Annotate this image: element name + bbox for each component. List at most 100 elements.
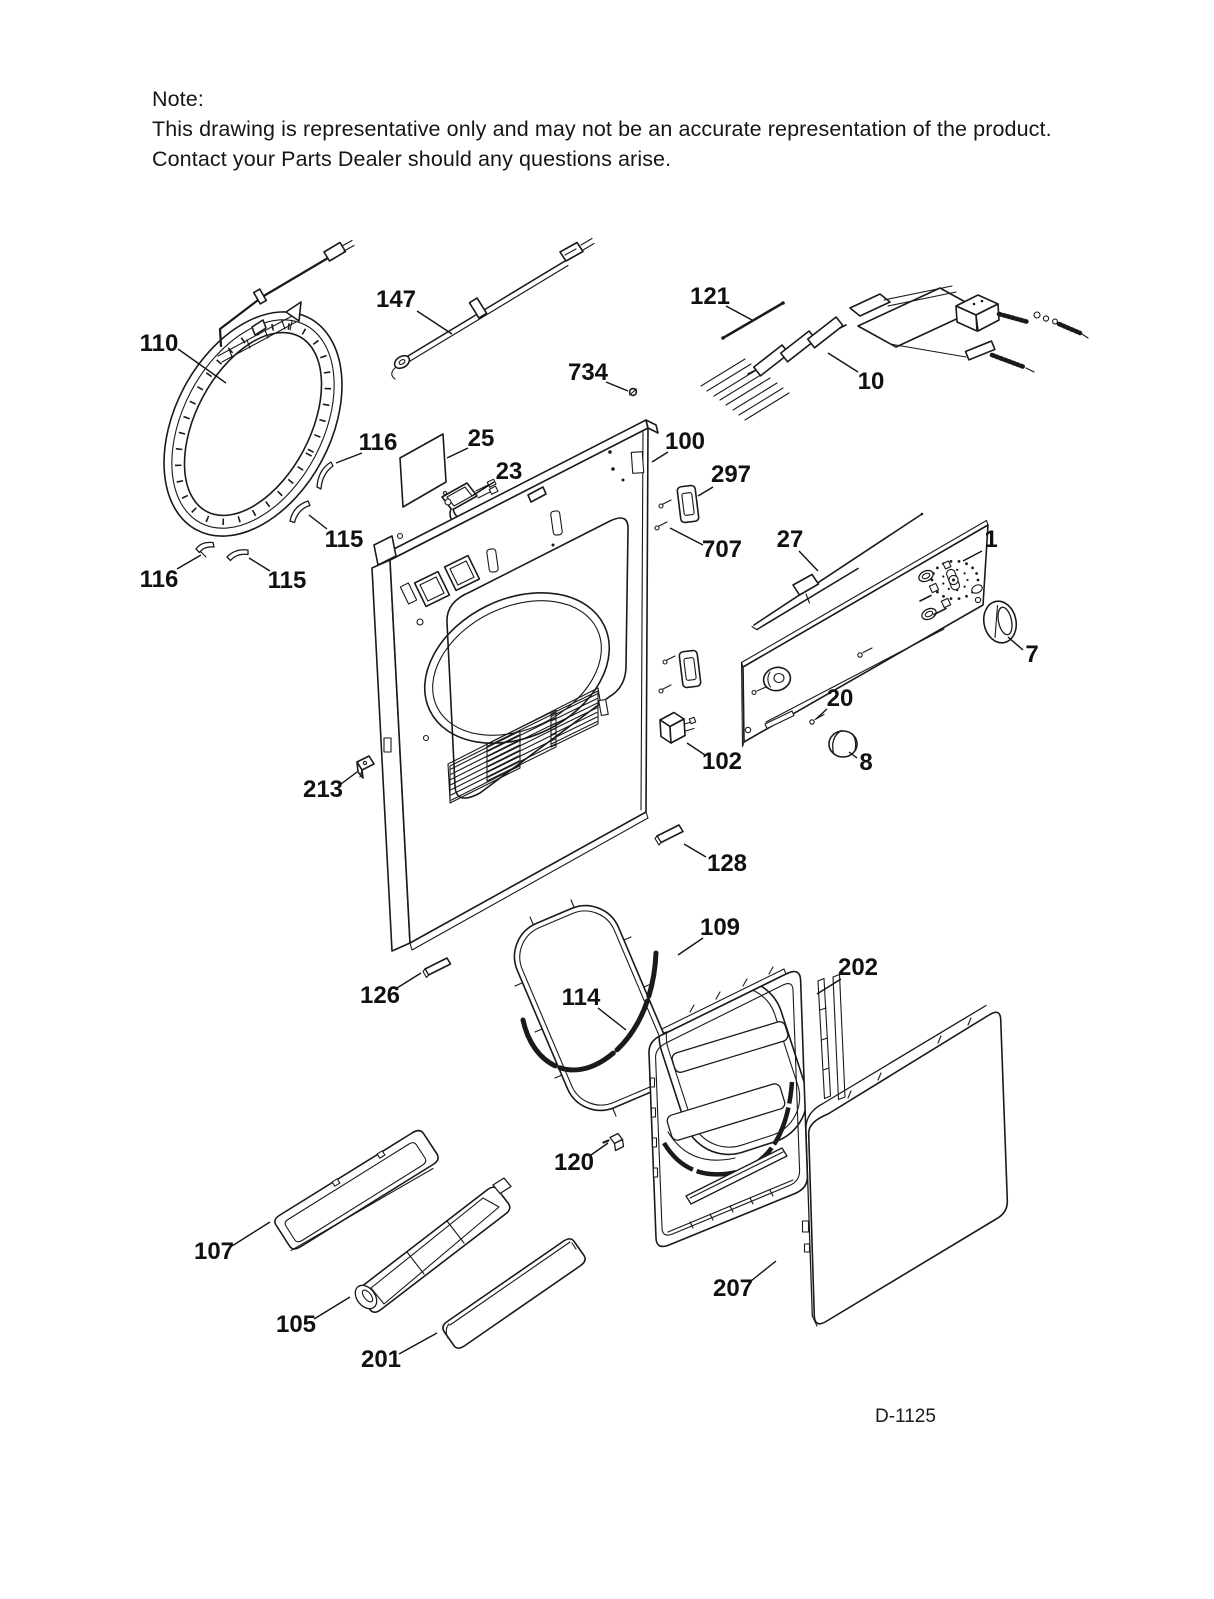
leader-line-201 bbox=[398, 1332, 438, 1355]
leader-line-202 bbox=[816, 978, 842, 995]
part-27-rod-drawing bbox=[751, 512, 924, 631]
part-label-213: 213 bbox=[303, 776, 343, 803]
part-label-25: 25 bbox=[468, 425, 495, 452]
part-297-hinge-bottom-drawing bbox=[678, 649, 702, 689]
part-297-hinge-top-drawing bbox=[676, 484, 700, 524]
diagram-code: D-1125 bbox=[875, 1406, 936, 1427]
part-120-clip-drawing bbox=[602, 1132, 625, 1152]
part-207-outer-door-drawing bbox=[801, 1004, 1009, 1327]
part-121-rod-drawing bbox=[721, 301, 785, 340]
part-201-kick-plate-drawing bbox=[442, 1238, 586, 1349]
note-line-1: This drawing is representative only and … bbox=[152, 117, 1052, 141]
part-label-23: 23 bbox=[496, 458, 523, 485]
part-label-147: 147 bbox=[376, 286, 416, 313]
part-128-spacer-strip-drawing bbox=[654, 824, 684, 846]
leader-line-734 bbox=[605, 381, 629, 392]
part-107-bezel-drawing bbox=[274, 1129, 439, 1252]
part-label-121: 121 bbox=[690, 283, 730, 310]
part-147-wire-lead-drawing bbox=[391, 237, 595, 380]
leader-line-107 bbox=[231, 1221, 271, 1247]
part-label-105: 105 bbox=[276, 1311, 316, 1338]
leader-line-116 bbox=[176, 554, 202, 570]
note-line-2: Contact your Parts Dealer should any que… bbox=[152, 147, 672, 171]
leader-line-20 bbox=[815, 708, 828, 720]
leader-line-297 bbox=[697, 486, 714, 497]
leader-line-114 bbox=[597, 1007, 627, 1031]
part-label-107: 107 bbox=[194, 1238, 234, 1265]
part-label-126: 126 bbox=[360, 982, 400, 1009]
leader-line-116 bbox=[335, 452, 363, 464]
leader-line-10 bbox=[827, 352, 859, 373]
leader-line-126 bbox=[396, 972, 422, 989]
leader-line-109 bbox=[677, 937, 704, 956]
leader-line-707 bbox=[669, 527, 704, 546]
part-label-297: 297 bbox=[711, 461, 751, 488]
part-label-115: 115 bbox=[268, 567, 307, 594]
part-20-screw-drawing bbox=[809, 713, 825, 725]
part-label-102: 102 bbox=[702, 748, 742, 775]
leader-line-128 bbox=[683, 843, 707, 858]
part-label-1: 1 bbox=[984, 526, 997, 553]
part-label-27: 27 bbox=[777, 526, 804, 553]
leader-line-7 bbox=[1007, 636, 1024, 651]
part-label-8: 8 bbox=[859, 749, 872, 776]
part-label-707: 707 bbox=[702, 536, 742, 563]
part-label-120: 120 bbox=[554, 1149, 594, 1176]
part-105-grille-drawing bbox=[354, 1177, 512, 1314]
part-25-sheet-drawing bbox=[399, 433, 447, 508]
part-707-screws-drawing bbox=[654, 499, 676, 694]
leader-line-105 bbox=[313, 1296, 351, 1320]
leader-line-102 bbox=[686, 742, 706, 756]
part-8-knob-drawing bbox=[828, 729, 858, 758]
part-734-screw-drawing bbox=[628, 387, 638, 397]
part-label-116: 116 bbox=[140, 566, 179, 593]
part-label-10: 10 bbox=[858, 368, 885, 395]
part-110-drum-ring-drawing bbox=[163, 239, 355, 537]
part-115-seal-strip-left-drawing bbox=[226, 549, 249, 562]
leader-line-25 bbox=[446, 447, 469, 459]
note-block: Note: This drawing is representative onl… bbox=[152, 84, 1052, 174]
leader-line-8 bbox=[848, 751, 858, 759]
part-116-seal-strip-right-drawing bbox=[316, 461, 334, 490]
part-1-control-panel-drawing bbox=[740, 519, 989, 748]
leader-line-110 bbox=[177, 348, 227, 384]
part-label-114: 114 bbox=[562, 984, 601, 1011]
part-202-inner-door-drawing bbox=[648, 966, 846, 1248]
part-109-door-glass-drawing bbox=[513, 899, 673, 1117]
part-213-clip-drawing bbox=[356, 755, 375, 779]
leader-line-120 bbox=[590, 1142, 609, 1156]
part-label-109: 109 bbox=[700, 914, 740, 941]
part-label-734: 734 bbox=[568, 359, 609, 386]
part-126-spacer-strip-drawing bbox=[422, 957, 452, 979]
leader-line-100 bbox=[651, 451, 669, 463]
leader-line-147 bbox=[416, 310, 453, 335]
part-100-front-panel-drawing bbox=[371, 419, 659, 952]
leader-line-1 bbox=[962, 550, 983, 562]
part-102-switch-drawing bbox=[659, 711, 697, 744]
part-label-201: 201 bbox=[361, 1346, 401, 1373]
part-7-knob-drawing bbox=[982, 600, 1018, 644]
leader-line-213 bbox=[340, 771, 358, 785]
leader-line-115 bbox=[248, 557, 271, 572]
part-label-116: 116 bbox=[359, 429, 398, 456]
leader-line-23 bbox=[471, 481, 495, 497]
part-115-seal-strip-right-drawing bbox=[289, 500, 311, 524]
part-label-20: 20 bbox=[827, 685, 854, 712]
leader-line-207 bbox=[750, 1260, 777, 1282]
part-label-100: 100 bbox=[665, 428, 705, 455]
note-heading: Note: bbox=[152, 87, 204, 111]
leader-line-115 bbox=[308, 514, 328, 530]
leader-line-27 bbox=[798, 550, 819, 572]
part-label-202: 202 bbox=[838, 954, 878, 981]
part-label-128: 128 bbox=[707, 850, 747, 877]
part-label-110: 110 bbox=[140, 330, 179, 357]
part-10-wire-harness-drawing bbox=[700, 285, 1089, 421]
part-114-door-seal-drawing bbox=[520, 950, 659, 1073]
part-116-seal-strip-left-drawing bbox=[195, 541, 215, 558]
part-label-115: 115 bbox=[325, 526, 364, 553]
part-label-207: 207 bbox=[713, 1275, 753, 1302]
part-label-7: 7 bbox=[1025, 641, 1038, 668]
